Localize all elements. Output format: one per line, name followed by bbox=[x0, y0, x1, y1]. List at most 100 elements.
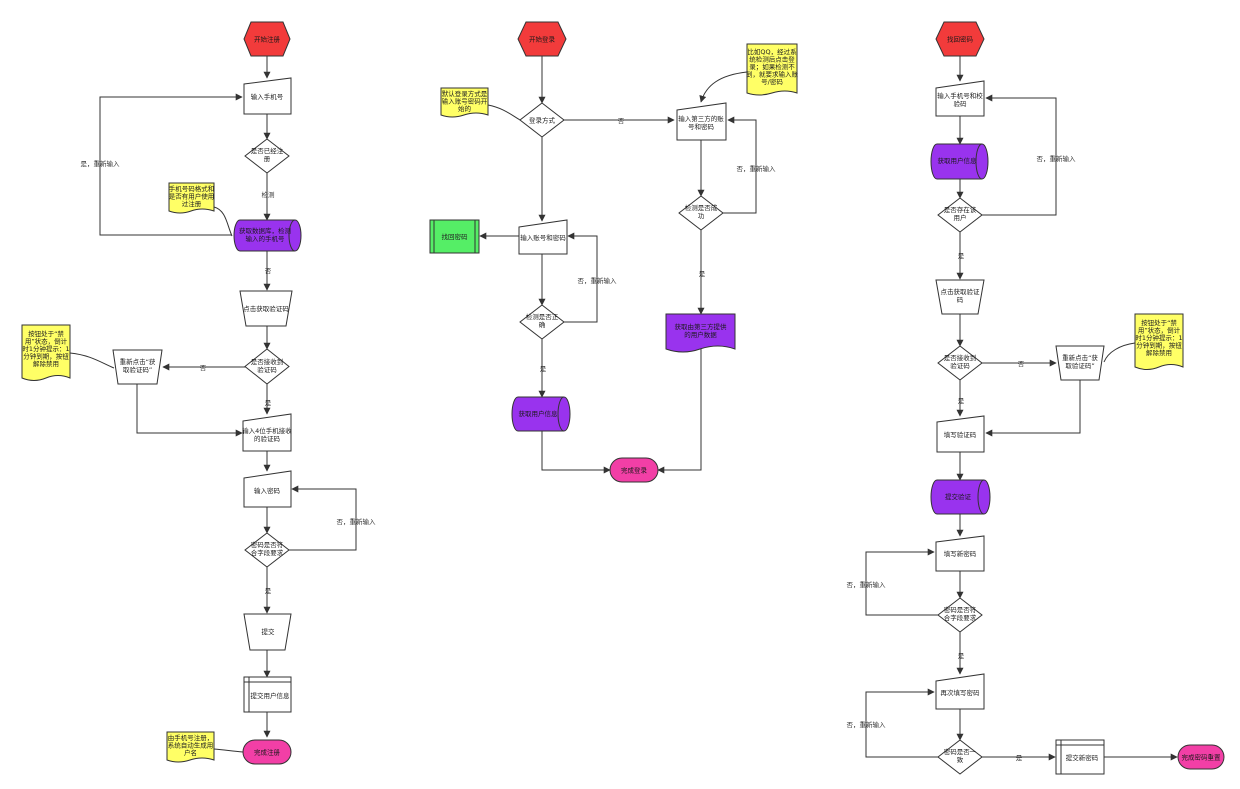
recover-pwd-valid-line2: 合字段要求 bbox=[944, 613, 977, 622]
recover-submit-verify-node: 提交验证 bbox=[930, 479, 991, 515]
register-input-password-node: 输入密码 bbox=[243, 470, 292, 508]
login-no-label: 否 bbox=[618, 117, 625, 125]
login-method-decision: 登录方式 bbox=[519, 102, 565, 138]
register-done-node: 完成注册 bbox=[242, 739, 292, 765]
recover-no-reinput3-label: 否，重新输入 bbox=[847, 720, 887, 729]
recover-user-exists-decision: 是否存在该 用户 bbox=[937, 197, 983, 233]
login-done-node: 完成登录 bbox=[609, 457, 659, 483]
login-note-qq: 比如QQ，经过系 统检测后点击登 录；如果检测不 到，就要求输入账 号/密码 bbox=[746, 43, 799, 96]
register-resend-line2: 取验证码” bbox=[123, 365, 152, 374]
recover-fill-code-node: 填写验证码 bbox=[936, 415, 985, 453]
register-note-disabled-line4: 分钟到期，按钮 bbox=[23, 352, 69, 361]
recover-pwd-match-line2: 致 bbox=[957, 755, 964, 764]
register-fetch-db-line1: 获取数据库，检测 bbox=[239, 226, 292, 235]
register-received-code-line1: 是否接收到 bbox=[251, 357, 284, 366]
login-fetch-third-node: 获取由第三方提供 的用户数据 bbox=[665, 313, 736, 353]
register-note-auto-line2: 系统自动生成用 bbox=[168, 741, 214, 750]
recover-fill-new-pwd-node: 填写新密码 bbox=[935, 535, 985, 572]
login-input-third-line1: 输入第三方的账 bbox=[678, 114, 724, 123]
register-note-auto-line1: 由手机号注册， bbox=[168, 733, 214, 742]
login-input-third-node: 输入第三方的账 号和密码 bbox=[676, 102, 727, 141]
login-note-qq-line4: 到，就要求输入账 bbox=[746, 70, 799, 79]
register-input-4digit-line1: 输入4位手机接收 bbox=[242, 426, 292, 435]
register-yes-reinput-label: 是，重新输入 bbox=[81, 159, 121, 168]
login-done-label: 完成登录 bbox=[621, 466, 648, 475]
recover-fill-new-pwd-label: 填写新密码 bbox=[944, 549, 977, 558]
login-input-account-node: 输入账号和密码 bbox=[518, 219, 568, 255]
login-fetch-user-node: 获取用户信息 bbox=[511, 396, 571, 432]
start-hexagon bbox=[243, 21, 291, 57]
register-note-format: 手机号码格式和 是否有用户使用 过注册 bbox=[168, 182, 215, 214]
register-fetch-db-node: 获取数据库，检测 输入的手机号 bbox=[233, 219, 302, 252]
recover-resend-node: 重新点击“获 取验证码” bbox=[1055, 345, 1105, 381]
recover-done-label: 完成密码重置 bbox=[1182, 753, 1222, 762]
register-input-phone-node: 输入手机号 bbox=[243, 77, 292, 115]
login-flow: 开始登录 默认登录方式是 输入账号密码开 始的 登录方式 否 比如QQ，经过系 … bbox=[429, 21, 799, 483]
recover-start-label: 找回密码 bbox=[947, 35, 974, 44]
recover-note-disabled-line3: 时1分钟提示：1 bbox=[1135, 333, 1182, 342]
register-no-label: 否 bbox=[265, 267, 272, 275]
recover-fill-code-label: 填写验证码 bbox=[944, 430, 977, 439]
recover-user-exists-line1: 是否存在该 bbox=[944, 205, 977, 214]
login-start-node: 开始登录 bbox=[517, 21, 567, 57]
recover-input-phone-code-node: 输入手机号和校 验码 bbox=[935, 80, 985, 117]
register-is-registered-line2: 册 bbox=[264, 155, 271, 163]
recover-yes-label: 是 bbox=[958, 252, 965, 260]
login-input-third-line2: 号和密码 bbox=[688, 122, 715, 131]
recover-yes-label3: 是 bbox=[958, 652, 965, 660]
register-note-auto: 由手机号注册， 系统自动生成用 户名 bbox=[166, 731, 215, 763]
register-note-disabled-line5: 解除禁用 bbox=[33, 359, 59, 368]
register-pwd-valid-decision: 密码是否符 合字段要求 bbox=[244, 532, 290, 568]
login-note-qq-line1: 比如QQ，经过系 bbox=[747, 47, 797, 56]
login-check-correct-decision: 检测是否正 确 bbox=[519, 304, 565, 340]
login-find-password-label: 找回密码 bbox=[442, 232, 469, 241]
register-is-registered-decision: 是否已经注 册 bbox=[244, 138, 290, 174]
login-note-default-line1: 默认登录方式是 bbox=[442, 89, 488, 98]
recover-start-node: 找回密码 bbox=[935, 21, 985, 57]
login-method-label: 登录方式 bbox=[529, 116, 556, 125]
recover-submit-verify-label: 提交验证 bbox=[945, 492, 972, 501]
recover-input-phone-code-line2: 验码 bbox=[954, 99, 968, 108]
recover-pwd-match-decision: 密码是否一 致 bbox=[937, 739, 983, 775]
recover-yes-label2: 是 bbox=[958, 397, 965, 405]
recover-received-code-line2: 验证码 bbox=[950, 361, 970, 370]
register-submit-node: 提交 bbox=[243, 613, 292, 651]
register-input-phone-label: 输入手机号 bbox=[251, 92, 284, 101]
login-detect-success-line2: 功 bbox=[698, 212, 705, 220]
register-resend-line1: 重新点击“获 bbox=[120, 357, 156, 366]
register-detect-label: 检测 bbox=[262, 190, 276, 199]
login-no-reinput-label: 否，重新输入 bbox=[737, 164, 777, 173]
register-done-label: 完成注册 bbox=[254, 748, 281, 757]
recover-no-label: 否 bbox=[1018, 360, 1025, 368]
recover-input-phone-code-line1: 输入手机号和校 bbox=[937, 91, 983, 100]
login-note-qq-line3: 录；如果检测不 bbox=[749, 62, 795, 71]
recover-click-get-code-node: 点击获取验证 码 bbox=[935, 279, 985, 315]
login-yes-label: 是 bbox=[699, 270, 706, 278]
recover-submit-new-pwd-label: 提交新密码 bbox=[1066, 753, 1099, 762]
recover-no-reinput-label: 否，重新输入 bbox=[1037, 154, 1077, 163]
login-note-qq-line2: 统检测后点击登 bbox=[749, 55, 795, 64]
register-pwd-valid-line2: 合字段要求 bbox=[251, 548, 284, 557]
login-fetch-third-line2: 的用户数据 bbox=[684, 330, 717, 339]
recover-received-code-decision: 是否接收到 验证码 bbox=[937, 345, 983, 381]
register-flow: 开始注册 输入手机号 是否已经注 册 检测 手机号码格式和 是否有用户使用 过注… bbox=[21, 21, 376, 765]
recover-note-disabled: 按钮处于“禁 用”状态，倒计 时1分钟提示：1 分钟到期，按钮 解除禁用 bbox=[1134, 313, 1184, 370]
recover-note-disabled-line5: 解除禁用 bbox=[1146, 348, 1172, 357]
login-fetch-third-line1: 获取由第三方提供 bbox=[675, 322, 728, 331]
recover-resend-line1: 重新点击“获 bbox=[1062, 353, 1098, 362]
register-note-disabled-line1: 按钮处于“禁 bbox=[28, 329, 64, 338]
recover-yes-label4: 是 bbox=[1016, 754, 1023, 762]
register-note-disabled-line3: 时1分钟提示：1 bbox=[22, 344, 69, 353]
recover-pwd-valid-line1: 密码是否符 bbox=[944, 605, 977, 614]
login-note-default: 默认登录方式是 输入账号密码开 始的 bbox=[440, 87, 489, 118]
recover-user-exists-line2: 用户 bbox=[954, 213, 967, 222]
recover-pwd-valid-decision: 密码是否符 合字段要求 bbox=[937, 597, 983, 633]
login-detect-success-decision: 检测是否成 功 bbox=[678, 195, 724, 231]
login-find-password-node: 找回密码 bbox=[429, 219, 480, 254]
login-input-account-label: 输入账号和密码 bbox=[520, 233, 566, 242]
login-fetch-user-label: 获取用户信息 bbox=[519, 409, 559, 418]
register-no-label2: 否 bbox=[200, 364, 207, 372]
register-click-get-code-node: 点击获取验证码 bbox=[239, 290, 293, 327]
register-note-format-line3: 过注册 bbox=[182, 199, 202, 208]
register-yes-label2: 是 bbox=[265, 587, 272, 595]
